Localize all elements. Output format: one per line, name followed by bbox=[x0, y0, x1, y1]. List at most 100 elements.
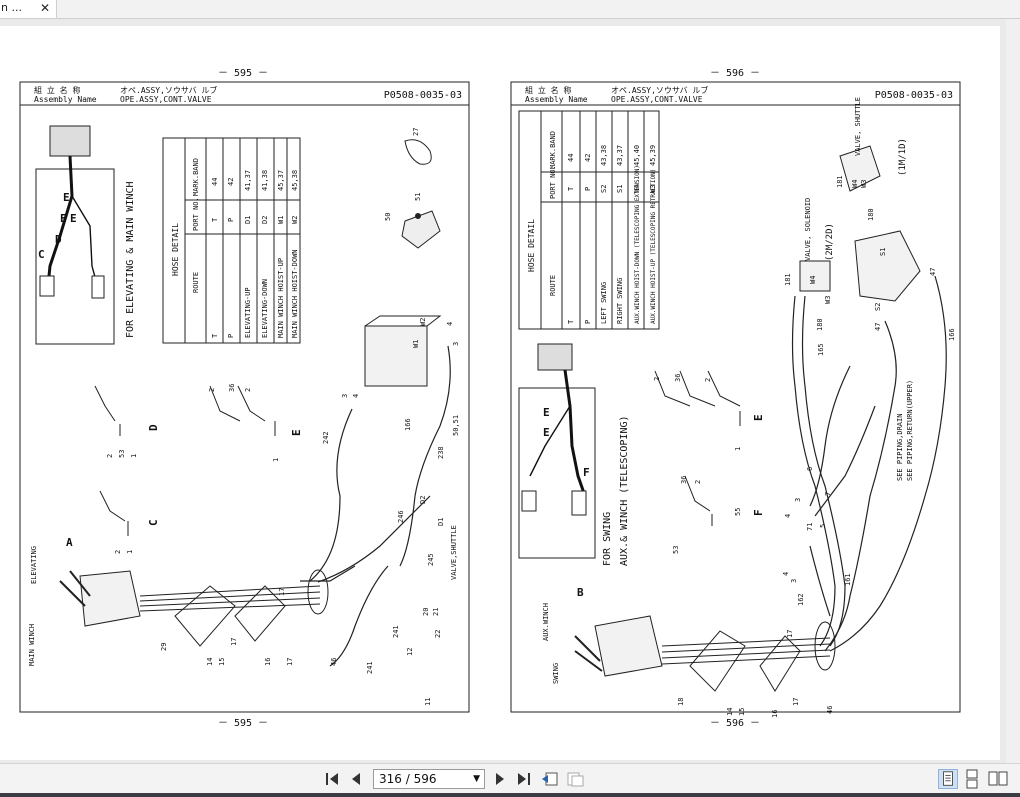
callout: 180 bbox=[816, 318, 824, 331]
callouts-596: 181 W4 W3 180 181 W4 W3 180 S1 47 S2 47 … bbox=[653, 175, 956, 718]
col-header-mark: MARK.BAND bbox=[549, 131, 557, 169]
callout: 16 bbox=[264, 658, 272, 666]
callout: 3 bbox=[790, 579, 798, 583]
close-icon[interactable]: ✕ bbox=[39, 1, 51, 15]
single-page-view-icon[interactable] bbox=[938, 769, 958, 789]
detail-views-596 bbox=[654, 370, 741, 526]
callout: 2 bbox=[244, 388, 252, 392]
callout: 180 bbox=[867, 208, 875, 221]
go-forward-view-icon[interactable] bbox=[565, 770, 585, 788]
table-cell: ELEVATING-UP bbox=[244, 287, 252, 338]
table-cell: W2 bbox=[291, 216, 299, 224]
callout: 17 bbox=[792, 698, 800, 706]
continuous-view-icon[interactable] bbox=[962, 769, 982, 789]
table-cell: 45,38 bbox=[291, 170, 299, 191]
document-viewer[interactable]: － 595 － 組 立 名 称 Assembly Name オペ.ASSY,ソウ… bbox=[0, 19, 1020, 763]
callout: 15 bbox=[738, 708, 746, 716]
page-number-top: － 595 － bbox=[218, 68, 268, 79]
col-header-route: ROUTE bbox=[192, 272, 200, 293]
view-label: B bbox=[577, 586, 584, 599]
callout: 2 bbox=[106, 454, 114, 458]
solenoid-small-596 bbox=[799, 260, 831, 292]
callout: 241 bbox=[366, 661, 374, 674]
vertical-scrollbar[interactable] bbox=[1006, 19, 1020, 763]
callout: W4 bbox=[851, 180, 859, 188]
previous-page-icon[interactable] bbox=[346, 770, 366, 788]
inset-valve bbox=[49, 125, 91, 157]
callout: 12 bbox=[406, 648, 414, 656]
callout: 71 bbox=[806, 523, 814, 531]
valve-label: VALVE, SOLENOID bbox=[804, 198, 812, 261]
table-cell: P bbox=[584, 320, 592, 324]
table-cell: S1 bbox=[616, 185, 624, 193]
table-cell: P bbox=[227, 218, 235, 222]
table-cell: 42 bbox=[227, 178, 235, 186]
inset-letter: E bbox=[63, 191, 70, 204]
callout: 245 bbox=[427, 553, 435, 566]
header-en-1: Assembly Name bbox=[525, 95, 588, 104]
valve-label: VALVE, SHUTTLE bbox=[854, 97, 862, 156]
callout: 17 bbox=[278, 588, 286, 596]
table-cell: 43,37 bbox=[616, 145, 624, 166]
callout: 20 bbox=[422, 608, 430, 616]
side-title: FOR SWING bbox=[602, 512, 613, 566]
lever-label: AUX.WINCH bbox=[542, 603, 550, 641]
see-note: SEE PIPING,DRAIN bbox=[896, 414, 904, 481]
tab-bar: n ... ✕ bbox=[0, 0, 1020, 19]
view-label: E bbox=[290, 429, 303, 436]
table-cell: MAIN WINCH HOIST-DOWN bbox=[291, 249, 299, 338]
inset-letter: E bbox=[70, 212, 77, 225]
lever-label: SWING bbox=[552, 663, 560, 684]
callout: 4 bbox=[446, 322, 454, 326]
callout: 181 bbox=[836, 175, 844, 188]
next-page-icon[interactable] bbox=[490, 770, 510, 788]
callout: 246 bbox=[397, 510, 405, 523]
callout: 2 bbox=[694, 480, 702, 484]
table-cell: 42 bbox=[584, 154, 592, 162]
callout: 36 bbox=[674, 374, 682, 382]
table-cell: AUX.WINCH HOIST-UP (TELESCOPING RETRACTI… bbox=[650, 169, 657, 324]
callout: 238 bbox=[437, 446, 445, 459]
table-cell: 44 bbox=[567, 154, 575, 162]
callout: S1 bbox=[879, 248, 887, 256]
page-frame bbox=[510, 81, 961, 713]
view-label: D bbox=[147, 424, 160, 431]
header-en-1: Assembly Name bbox=[34, 95, 97, 104]
callout: 4 bbox=[782, 572, 790, 576]
callout: 7 bbox=[824, 492, 832, 496]
page-number-bottom: － 596 － bbox=[710, 718, 760, 729]
callout: 17 bbox=[230, 638, 238, 646]
table-cell: T bbox=[211, 333, 219, 338]
callout: 14 bbox=[206, 658, 214, 666]
shuttle-valve-596 bbox=[839, 145, 881, 192]
callout: 51 bbox=[414, 193, 422, 201]
callout: 1 bbox=[130, 454, 138, 458]
clamp-27 bbox=[404, 139, 432, 165]
callout: 1 bbox=[734, 447, 742, 451]
document-tab[interactable]: n ... ✕ bbox=[0, 0, 57, 18]
callouts-595: 27 51 50 W2 4 3 W1 3 4 242 166 238 50,51… bbox=[106, 128, 460, 706]
page-596: － 596 － 組 立 名 称 Assembly Name オペ.ASSY,ソウ… bbox=[510, 68, 961, 729]
two-page-view-icon[interactable] bbox=[988, 769, 1008, 789]
table-cell: T bbox=[211, 217, 219, 222]
page-indicator: 316 / 596 bbox=[379, 772, 437, 786]
last-page-icon[interactable] bbox=[513, 770, 533, 788]
callout: 4 bbox=[784, 514, 792, 518]
go-back-view-icon[interactable] bbox=[540, 770, 560, 788]
lever-housing-596 bbox=[594, 615, 663, 677]
callout: 50,51 bbox=[452, 415, 460, 436]
table-cell: RIGHT SWING bbox=[616, 278, 624, 324]
table-cell: P bbox=[227, 334, 235, 338]
col-header-port: PORT NO. bbox=[192, 197, 200, 231]
callout: D2 bbox=[419, 496, 427, 504]
lever-label: ELEVATING bbox=[30, 546, 38, 584]
header-jp-1: 組 立 名 称 bbox=[34, 85, 80, 95]
callout: VALVE,SHUTTLE bbox=[450, 525, 458, 580]
page-number-select[interactable]: 316 / 596 ▼ bbox=[373, 769, 485, 789]
navigation-toolbar: 316 / 596 ▼ bbox=[0, 763, 1020, 794]
table-cell: W4 bbox=[633, 185, 641, 193]
view-label: F bbox=[752, 509, 765, 516]
lever-label: MAIN WINCH bbox=[28, 624, 36, 666]
callout: 53 bbox=[118, 450, 126, 458]
first-page-icon[interactable] bbox=[323, 770, 343, 788]
